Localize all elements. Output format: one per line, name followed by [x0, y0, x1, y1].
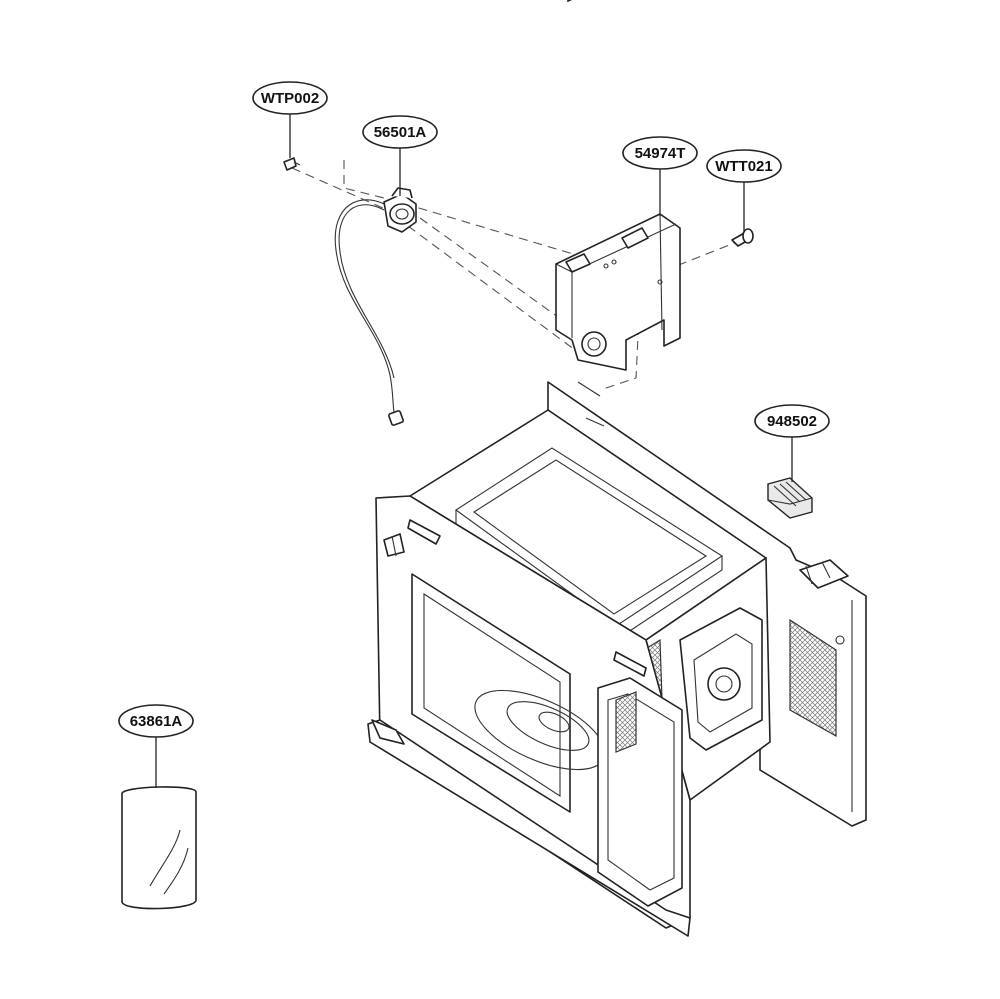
clip-948502 — [767, 477, 813, 519]
callout-label-948502: 948502 — [767, 413, 817, 430]
screw-wtt021 — [731, 228, 754, 247]
pouch-63861a — [121, 786, 197, 910]
microwave-cavity — [367, 381, 867, 937]
callout-63861a: 63861A — [118, 704, 194, 738]
callout-leader-lines — [155, 114, 793, 788]
screw-wtp002 — [283, 157, 301, 171]
callout-wtp002: WTP002 — [252, 81, 328, 115]
callout-label-63861a: 63861A — [130, 713, 183, 730]
callout-948502: 948502 — [754, 404, 830, 438]
bracket-54974t — [555, 0, 681, 371]
callout-54974t: 54974T — [622, 136, 698, 170]
callout-label-56501a: 56501A — [374, 124, 427, 141]
callout-label-wtt021: WTT021 — [715, 158, 773, 175]
sensor-56501a — [334, 187, 417, 426]
callout-label-54974t: 54974T — [635, 145, 686, 162]
callout-label-wtp002: WTP002 — [261, 90, 319, 107]
callout-wtt021: WTT021 — [706, 149, 782, 183]
callout-56501a: 56501A — [362, 115, 438, 149]
